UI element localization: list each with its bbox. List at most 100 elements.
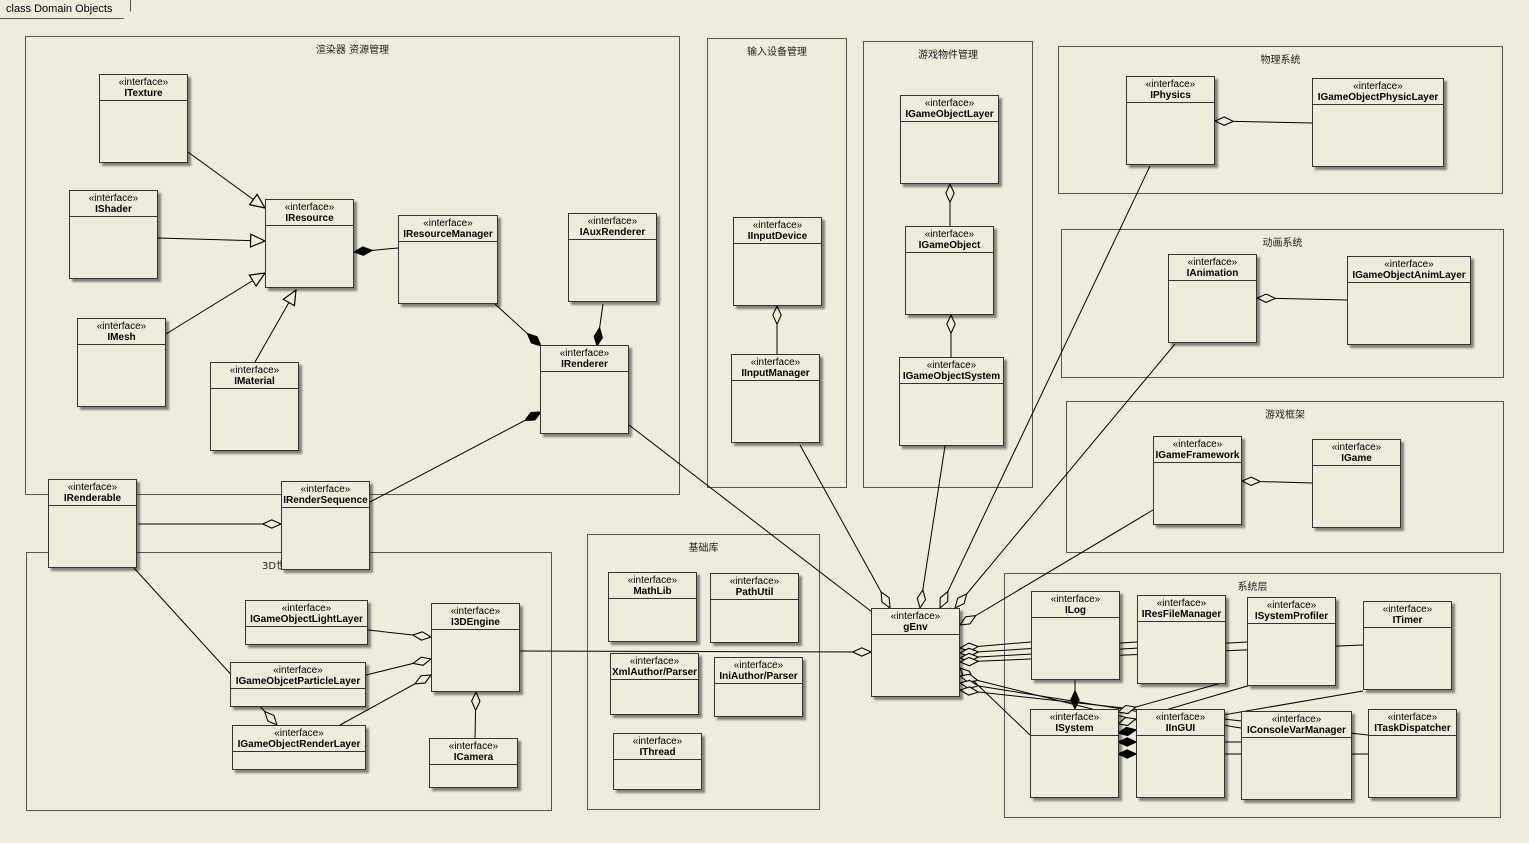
class-genv[interactable]: «interface»gEnv	[871, 608, 960, 697]
class-name: ITexture	[124, 88, 163, 99]
class-pathutil[interactable]: «interface»PathUtil	[710, 573, 799, 643]
package-label: 基础库	[688, 543, 719, 554]
composition-edge	[494, 303, 541, 346]
class-header: «interface»IGameObjectRenderLayer	[233, 726, 365, 752]
class-imaterial[interactable]: «interface»IMaterial	[210, 362, 299, 451]
aggregation-edge	[799, 444, 890, 608]
stereotype-label: «interface»	[924, 98, 975, 109]
class-iresourcemanager[interactable]: «interface»IResourceManager	[398, 215, 498, 304]
class-name: IGameObjectRenderLayer	[237, 739, 361, 750]
class-header: «interface»ILog	[1032, 592, 1119, 618]
class-igameobjectsystem[interactable]: «interface»IGameObjectSystem	[899, 357, 1004, 446]
class-header: «interface»IInGUI	[1137, 710, 1224, 736]
class-igameobjectrenderlayer[interactable]: «interface»IGameObjectRenderLayer	[232, 725, 366, 770]
class-isystemprofiler[interactable]: «interface»ISystemProfiler	[1247, 597, 1336, 686]
class-itexture[interactable]: «interface»ITexture	[99, 74, 188, 163]
class-igameobjectphysiclayer[interactable]: «interface»IGameObjectPhysicLayer	[1312, 78, 1444, 167]
stereotype-label: «interface»	[1387, 712, 1438, 723]
class-irendersequence[interactable]: «interface»IRenderSequence	[281, 481, 370, 570]
class-iniauthor-parser[interactable]: «interface»IniAuthor/Parser	[714, 657, 803, 717]
class-header: «interface»IAnimation	[1169, 255, 1256, 281]
class-igameobjcetparticlelayer[interactable]: «interface»IGameObjcetParticleLayer	[230, 662, 366, 707]
class-iresfilemanager[interactable]: «interface»IResFileManager	[1137, 595, 1226, 684]
package-label: 输入设备管理	[747, 47, 807, 58]
class-iresource[interactable]: «interface»IResource	[265, 199, 354, 288]
aggregation-edge	[960, 668, 1031, 736]
class-header: «interface»XmlAuthor/Parser	[611, 654, 698, 680]
stereotype-label: «interface»	[587, 216, 638, 227]
class-name: IMaterial	[234, 376, 275, 387]
class-i3dengine[interactable]: «interface»I3DEngine	[431, 603, 520, 692]
class-xmlauthor-parser[interactable]: «interface»XmlAuthor/Parser	[610, 653, 699, 715]
class-name: IAnimation	[1186, 268, 1239, 279]
class-iinputdevice[interactable]: «interface»IInputDevice	[733, 217, 822, 306]
aggregation-edge	[1257, 298, 1348, 300]
class-irenderable[interactable]: «interface»IRenderable	[48, 479, 137, 568]
stereotype-label: «interface»	[1331, 442, 1382, 453]
class-header: «interface»IGameObjectPhysicLayer	[1313, 79, 1443, 105]
class-isystem[interactable]: «interface»ISystem	[1030, 709, 1119, 798]
stereotype-label: «interface»	[1384, 259, 1434, 270]
stereotype-label: «interface»	[273, 665, 323, 676]
class-igame[interactable]: «interface»IGame	[1312, 439, 1401, 528]
class-header: «interface»ISystem	[1031, 710, 1118, 736]
class-ishader[interactable]: «interface»IShader	[69, 190, 158, 279]
package-label: 物理系统	[1260, 55, 1301, 66]
class-header: «interface»IGameObject	[906, 227, 993, 253]
stereotype-label: «interface»	[118, 77, 169, 88]
class-header: «interface»ITexture	[100, 75, 187, 101]
class-header: «interface»IInputManager	[732, 355, 819, 381]
package-system: 系统层	[1004, 573, 1501, 818]
class-irenderer[interactable]: «interface»IRenderer	[540, 345, 629, 434]
stereotype-label: «interface»	[627, 575, 678, 586]
class-iconsolevarmanager[interactable]: «interface»IConsoleVarManager	[1241, 711, 1352, 800]
class-header: «interface»IRenderer	[541, 346, 628, 372]
class-name: IRenderer	[561, 359, 608, 370]
stereotype-label: «interface»	[1155, 712, 1206, 723]
class-name: ICamera	[453, 752, 494, 763]
class-header: «interface»IGameObjectLayer	[901, 96, 998, 122]
class-header: «interface»IResourceManager	[399, 216, 497, 242]
class-header: «interface»IPhysics	[1127, 77, 1214, 103]
composition-edge	[369, 412, 541, 503]
aggregation-edge	[365, 659, 431, 676]
stereotype-label: «interface»	[1050, 594, 1101, 605]
class-iingui[interactable]: «interface»IInGUI	[1136, 709, 1225, 798]
class-name: IGameObjectPhysicLayer	[1317, 92, 1439, 103]
class-itaskdispatcher[interactable]: «interface»ITaskDispatcher	[1368, 709, 1457, 798]
class-igameobject[interactable]: «interface»IGameObject	[905, 226, 994, 315]
stereotype-label: «interface»	[1145, 79, 1196, 90]
class-header: «interface»IGameObjcetParticleLayer	[231, 663, 365, 689]
class-igameobjectlayer[interactable]: «interface»IGameObjectLayer	[900, 95, 999, 184]
class-name: IGameObjectLightLayer	[250, 614, 363, 625]
class-header: «interface»ITimer	[1364, 602, 1451, 628]
aggregation-edge	[955, 343, 1176, 608]
class-name: IAuxRenderer	[579, 227, 646, 238]
generalization-edge	[254, 290, 296, 363]
stereotype-label: «interface»	[67, 482, 118, 493]
class-icamera[interactable]: «interface»ICamera	[429, 738, 518, 788]
class-igameframework[interactable]: «interface»IGameFramework	[1153, 436, 1242, 525]
class-iinputmanager[interactable]: «interface»IInputManager	[731, 354, 820, 443]
class-igameobjectanimlayer[interactable]: «interface»IGameObjectAnimLayer	[1347, 256, 1471, 345]
aggregation-edge	[519, 651, 871, 652]
class-imesh[interactable]: «interface»IMesh	[77, 318, 166, 407]
stereotype-label: «interface»	[448, 741, 499, 752]
class-iphysics[interactable]: «interface»IPhysics	[1126, 76, 1215, 165]
package-label: 游戏物件管理	[918, 50, 978, 61]
class-header: «interface»IThread	[614, 734, 701, 760]
class-iauxrenderer[interactable]: «interface»IAuxRenderer	[568, 213, 657, 302]
class-name: IGameObjectSystem	[902, 371, 1001, 382]
stereotype-label: «interface»	[1353, 81, 1403, 92]
class-ilog[interactable]: «interface»ILog	[1031, 591, 1120, 680]
class-ianimation[interactable]: «interface»IAnimation	[1168, 254, 1257, 343]
class-igameobjectlightlayer[interactable]: «interface»IGameObjectLightLayer	[245, 600, 368, 645]
composition-edge	[354, 248, 399, 252]
class-ithread[interactable]: «interface»IThread	[613, 733, 702, 790]
package-physics: 物理系统	[1058, 46, 1503, 194]
class-itimer[interactable]: «interface»ITimer	[1363, 601, 1452, 690]
aggregation-edge	[940, 165, 1151, 608]
class-mathlib[interactable]: «interface»MathLib	[608, 572, 697, 642]
package-gameobj: 游戏物件管理	[863, 41, 1033, 488]
